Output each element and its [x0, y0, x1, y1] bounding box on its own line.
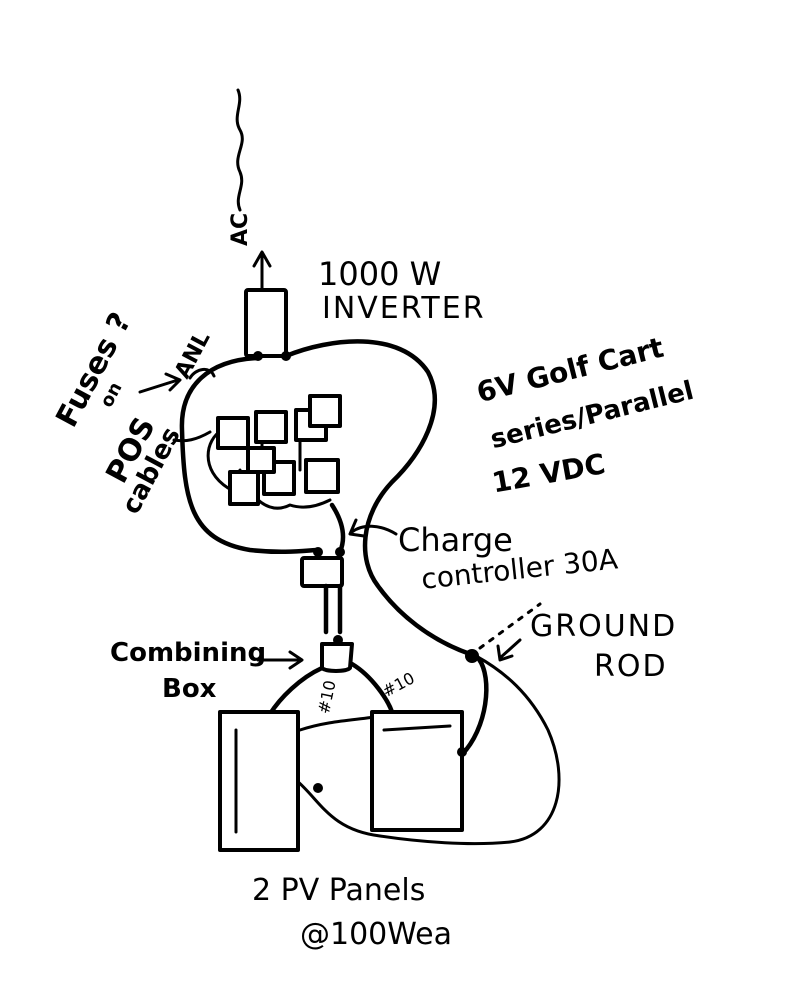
- pv-panels-label-line1: 2 PV Panels: [252, 873, 426, 908]
- inverter-label-line1: 1000 W: [318, 255, 442, 293]
- ac-output-squiggle: [235, 88, 244, 212]
- charge-controller-label-line1: Charge: [398, 521, 513, 559]
- battery-cell: [304, 458, 340, 494]
- controller-to-combiner-wire: [323, 583, 343, 635]
- pv-panel-right-inner: [382, 724, 452, 732]
- anl-fuse-hook: [188, 368, 216, 380]
- controller-terminal-right: [335, 547, 345, 557]
- panel-terminal: [457, 747, 467, 757]
- ac-label: AC: [228, 212, 253, 246]
- inverter-label-line2: INVERTER: [322, 291, 486, 326]
- pv-panels-label-line2: @100Wea: [300, 917, 453, 952]
- combiner-to-right-panel-wire: [349, 661, 395, 715]
- battery-cell: [254, 410, 288, 444]
- controller-terminal-left: [313, 547, 323, 557]
- pv-panel-right: [370, 710, 464, 832]
- battery-cell: [228, 470, 260, 506]
- ground-rod-label-line1: GROUND: [530, 609, 678, 644]
- ground-to-panel-wire: [463, 653, 489, 753]
- combining-box-arrow: [256, 650, 304, 670]
- cables-arrow: [172, 430, 212, 443]
- battery-to-controller-wire: [329, 502, 346, 555]
- battery-loop-wire: [179, 355, 321, 555]
- charge-controller-arrow: [348, 518, 398, 538]
- inverter-positive-wire: [283, 339, 473, 657]
- combining-box: [320, 642, 354, 673]
- battery-cell: [216, 416, 250, 450]
- ac-arrow: [252, 250, 272, 292]
- combiner-to-left-panel-wire: [267, 665, 325, 717]
- ground-dotted-line: [478, 602, 542, 650]
- combining-box-label-line1: Combining: [110, 638, 267, 668]
- charge-controller-box: [300, 556, 344, 588]
- ground-node: [465, 649, 479, 663]
- fuses-arrow: [138, 372, 182, 394]
- battery-cell: [262, 460, 296, 496]
- pv-panel-left: [218, 710, 300, 852]
- combining-box-label-line2: Box: [162, 674, 217, 704]
- battery-cell: [308, 394, 342, 428]
- inverter-box: [244, 288, 288, 358]
- battery-cell: [246, 446, 276, 474]
- panel-terminal: [313, 783, 323, 793]
- ground-rod-label-line2: ROD: [594, 649, 668, 684]
- ground-arrow: [496, 638, 522, 662]
